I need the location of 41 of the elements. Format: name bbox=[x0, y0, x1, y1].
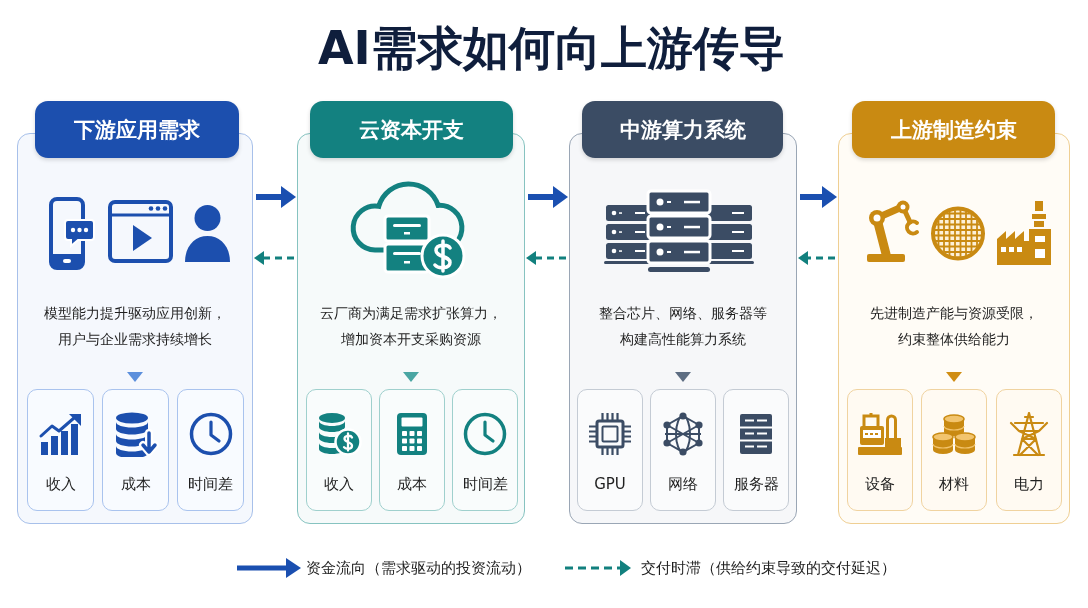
category-card bbox=[650, 389, 716, 511]
category-card bbox=[177, 389, 244, 511]
category-label: GPU bbox=[594, 474, 626, 495]
category-card bbox=[996, 389, 1062, 511]
dashed-arrow bbox=[254, 251, 294, 265]
arrow bbox=[256, 186, 296, 208]
category-card bbox=[847, 389, 913, 511]
category-card bbox=[27, 389, 94, 511]
dashed-arrow bbox=[526, 251, 566, 265]
stage-description: 整合芯片、网络、服务器等构建高性能算力系统 bbox=[597, 304, 768, 349]
category-card bbox=[577, 389, 643, 511]
legend-text: 交付时滞（供给约束导致的交付延迟） bbox=[641, 559, 896, 578]
category-label: 成本 bbox=[397, 474, 427, 495]
category-label: 材料 bbox=[939, 474, 969, 495]
category-label: 收入 bbox=[45, 474, 76, 495]
category-label: 网络 bbox=[668, 474, 698, 495]
stage-description: 云厂商为满足需求扩张算力，增加资本开支采购资源 bbox=[318, 304, 503, 349]
arrow bbox=[528, 186, 568, 208]
category-card bbox=[379, 389, 445, 511]
stage-description: 先进制造产能与资源受限，约束整体供给能力 bbox=[868, 304, 1039, 349]
category-card bbox=[723, 389, 789, 511]
legend-text: 资金流向（需求驱动的投资流动） bbox=[306, 559, 531, 578]
category-label: 服务器 bbox=[733, 474, 779, 495]
category-card bbox=[921, 389, 987, 511]
dashed-arrow bbox=[798, 251, 835, 265]
category-card bbox=[306, 389, 372, 511]
stage-header: 中游算力系统 bbox=[582, 101, 783, 158]
category-label: 时间差 bbox=[188, 474, 233, 495]
stage-header: 上游制造约束 bbox=[852, 101, 1055, 158]
category-label: 电力 bbox=[1014, 474, 1044, 495]
diagram-title: AI需求如何向上游传导 bbox=[318, 20, 785, 77]
category-card bbox=[102, 389, 169, 511]
category-label: 成本 bbox=[120, 474, 151, 495]
stage-header: 云资本开支 bbox=[310, 101, 513, 158]
category-label: 设备 bbox=[865, 474, 895, 495]
arrow bbox=[800, 186, 837, 208]
stage-description: 模型能力提升驱动应用创新，用户与企业需求持续增长 bbox=[42, 304, 227, 349]
category-label: 收入 bbox=[324, 474, 354, 495]
stage-header: 下游应用需求 bbox=[35, 101, 239, 158]
category-card bbox=[452, 389, 518, 511]
category-label: 时间差 bbox=[462, 474, 508, 495]
